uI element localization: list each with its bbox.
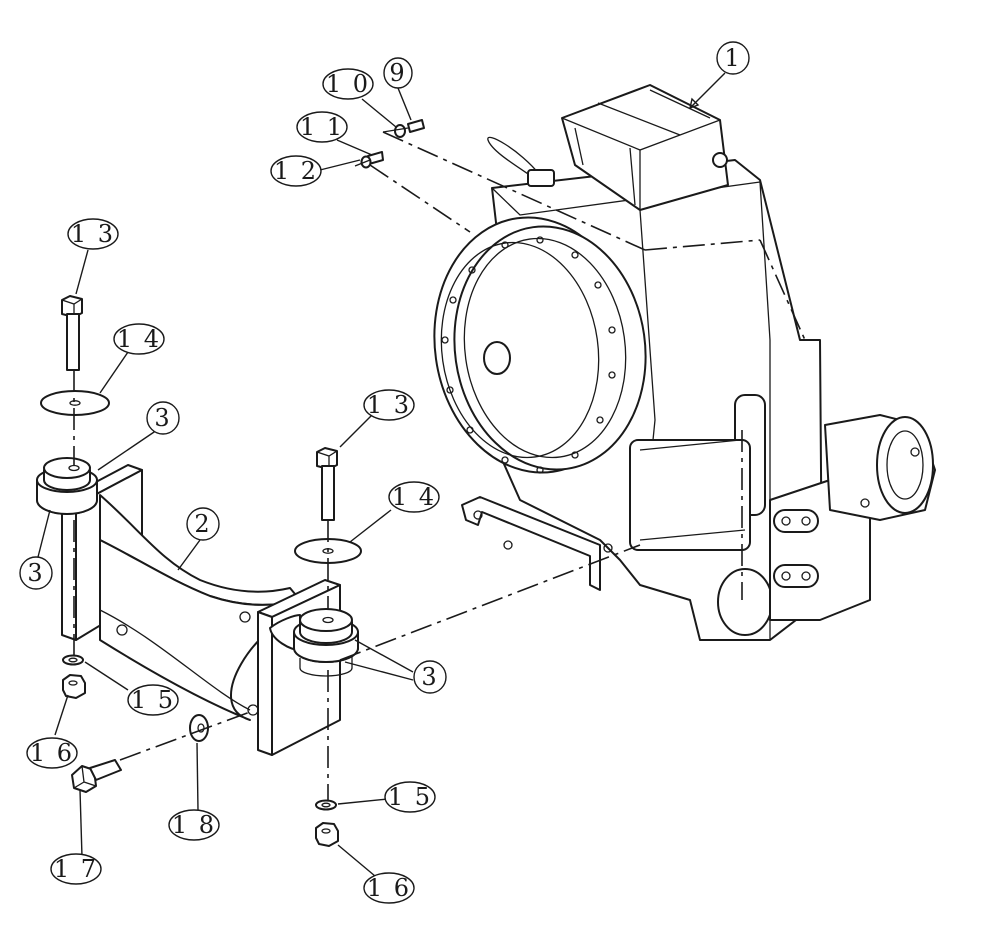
nut-16-left (62, 674, 86, 699)
screw-9 (407, 119, 425, 133)
callout-2: 2 (186, 507, 220, 541)
callout-16-right: 1 6 (363, 872, 415, 904)
svg-text:3: 3 (27, 559, 44, 587)
washer-10 (394, 124, 406, 138)
callout-3-upper: 3 (146, 401, 180, 435)
svg-text:3: 3 (421, 663, 438, 691)
svg-text:3: 3 (154, 404, 171, 432)
rubber-mount-left (36, 457, 98, 515)
washer-14-left (40, 390, 110, 416)
svg-text:1: 1 (724, 44, 741, 72)
leader-lines (37, 72, 726, 877)
callout-12: 1 2 (270, 155, 322, 187)
callout-11: 1 1 (296, 111, 348, 143)
callout-14-right: 1 4 (388, 481, 440, 513)
callout-18: 1 8 (168, 809, 220, 841)
svg-text:1 7: 1 7 (54, 855, 98, 883)
svg-text:1 2: 1 2 (274, 157, 318, 185)
callout-17: 1 7 (50, 853, 102, 885)
lock-washer-15-left (62, 654, 84, 666)
bolt-17 (71, 759, 122, 793)
callout-3-right: 3 (413, 660, 447, 694)
callout-10: 1 0 (322, 68, 374, 100)
callout-15-right: 1 5 (384, 781, 436, 813)
svg-text:1 3: 1 3 (71, 220, 115, 248)
svg-text:1 4: 1 4 (392, 483, 436, 511)
svg-text:1 3: 1 3 (367, 391, 411, 419)
callout-13-left: 1 3 (67, 218, 119, 250)
lock-washer-15-right (315, 799, 337, 811)
svg-text:9: 9 (389, 59, 406, 87)
callout-1: 1 (716, 41, 750, 75)
callout-3-left: 3 (19, 556, 53, 590)
bolt-13-right (316, 447, 338, 521)
svg-text:1 4: 1 4 (117, 325, 161, 353)
nut-16-right (315, 822, 339, 847)
svg-text:1 8: 1 8 (172, 811, 216, 839)
svg-text:1 6: 1 6 (30, 739, 74, 767)
flange-bolt-holes (441, 236, 616, 474)
callout-14-left: 1 4 (113, 323, 165, 355)
callout-15-left: 1 5 (127, 684, 179, 716)
transmission-housing (433, 84, 936, 641)
bolt-13-left (61, 295, 83, 371)
assembly-centerlines (73, 127, 806, 800)
svg-text:2: 2 (194, 510, 211, 538)
callout-9: 9 (383, 57, 413, 89)
svg-text:1 5: 1 5 (388, 783, 432, 811)
callout-16-left: 1 6 (26, 737, 78, 769)
svg-text:1 1: 1 1 (300, 113, 344, 141)
svg-text:1 5: 1 5 (131, 686, 175, 714)
svg-text:1 0: 1 0 (326, 70, 370, 98)
rubber-mount-right (269, 608, 359, 677)
svg-text:1 6: 1 6 (367, 874, 411, 902)
callout-13-right: 1 3 (363, 389, 415, 421)
